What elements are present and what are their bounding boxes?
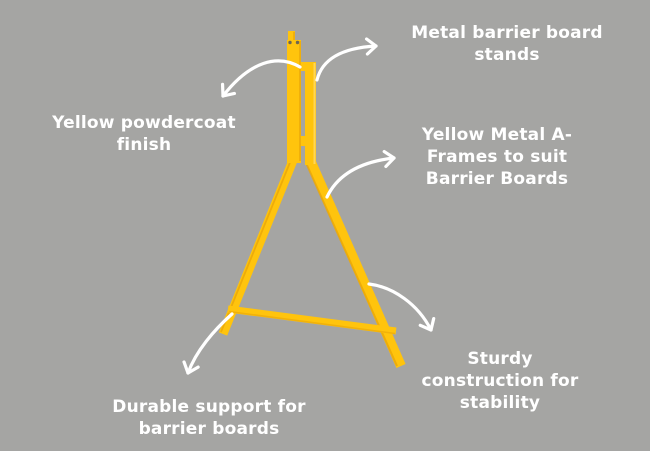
- a-frame-stand: [218, 31, 406, 369]
- label-metal-barrier-board-stands: Metal barrier board stands: [411, 23, 603, 65]
- label-yellow-metal-a-frames: Yellow Metal A- Frames to suit Barrier B…: [421, 125, 573, 189]
- left-leg: [218, 156, 299, 336]
- curved-arrow-to-sturdy-label: [367, 282, 436, 332]
- slot-rung: [299, 136, 307, 146]
- slotted-post: [287, 40, 301, 163]
- cross-brace-shadow-edge: [228, 310, 396, 335]
- annotation-arrows: [182, 37, 436, 375]
- cross-brace: [227, 305, 397, 335]
- slot-outer-bar: [305, 62, 316, 165]
- label-sturdy-construction: Sturdy construction for stability: [421, 349, 579, 413]
- curved-arrow-to-powdercoat-label: [220, 59, 302, 98]
- left-leg-shadow-edge: [220, 159, 292, 333]
- curved-arrow-to-a-frames-label: [325, 149, 396, 199]
- post-top-nub: [288, 31, 295, 42]
- label-durable-support: Durable support for barrier boards: [112, 397, 306, 439]
- pin-hole-left: [288, 40, 292, 45]
- curved-arrow-to-stands-label: [315, 37, 378, 82]
- label-yellow-powdercoat-finish: Yellow powdercoat finish: [52, 113, 236, 155]
- right-leg-shadow-edge: [305, 163, 398, 367]
- right-leg: [305, 157, 406, 369]
- pin-hole-right: [295, 40, 300, 45]
- curved-arrow-to-durable-label: [182, 312, 234, 375]
